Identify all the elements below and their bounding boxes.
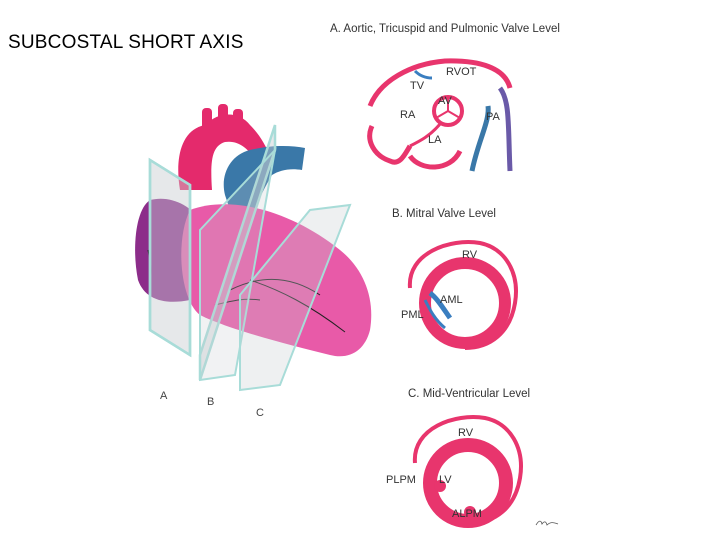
section-c-diagram [412,415,523,528]
aortic-valve-cusps [435,97,461,119]
arch-branch-1 [202,108,212,130]
tricuspid-valve [413,69,433,80]
papillary-muscle-pl [434,480,446,492]
heart-illustration [135,104,372,392]
rvot-wall [367,58,513,108]
plane-label-a: A [160,390,168,402]
aortic-arch [178,114,270,190]
label-tv: TV [410,80,425,92]
section-a-heading: A. Aortic, Tricuspid and Pulmonic Valve … [330,23,560,35]
pa-wall-right [497,86,513,172]
pa-wall-left [469,105,491,172]
septum-a [409,123,442,148]
rv-free-wall-c [412,415,523,525]
cutting-plane-a [148,157,192,358]
lv-wall-c [423,438,513,528]
label-la: LA [428,134,442,146]
cutting-plane-b-face [199,146,277,382]
label-alpm: ALPM [452,508,482,520]
section-c-heading: C. Mid-Ventricular Level [408,388,531,400]
label-pa: PA [486,111,500,123]
label-lv: LV [439,474,452,486]
anterior-mitral-leaflet [428,290,453,320]
label-pml: PML [401,309,424,321]
label-rv-b: RV [462,249,478,261]
papillary-muscle-al [464,506,476,518]
plane-label-b: B [207,396,215,408]
cutting-plane-c [239,203,352,392]
septal-line-2 [249,279,346,333]
ventricle [181,204,372,357]
plane-label-c: C [256,407,264,419]
la-wall [407,149,463,170]
section-b-diagram [407,240,518,350]
arch-branch-2 [218,104,228,126]
posterior-mitral-leaflet [423,299,446,330]
artist-signature [535,520,559,526]
label-ra: RA [400,109,416,121]
label-rv-c: RV [458,427,474,439]
section-b-heading: B. Mitral Valve Level [392,208,496,220]
arch-branch-3 [233,109,243,131]
slide-title: SUBCOSTAL SHORT AXIS [8,32,244,53]
label-rvot: RVOT [446,66,477,78]
cutting-plane-a-front [148,157,192,358]
septal-line-1 [229,278,321,296]
label-aml: AML [440,294,463,306]
label-av: AV [438,95,452,107]
section-a-diagram [367,58,513,172]
label-plpm: PLPM [386,474,416,486]
rv-free-wall-b [407,240,518,350]
ra-wall [367,124,413,165]
